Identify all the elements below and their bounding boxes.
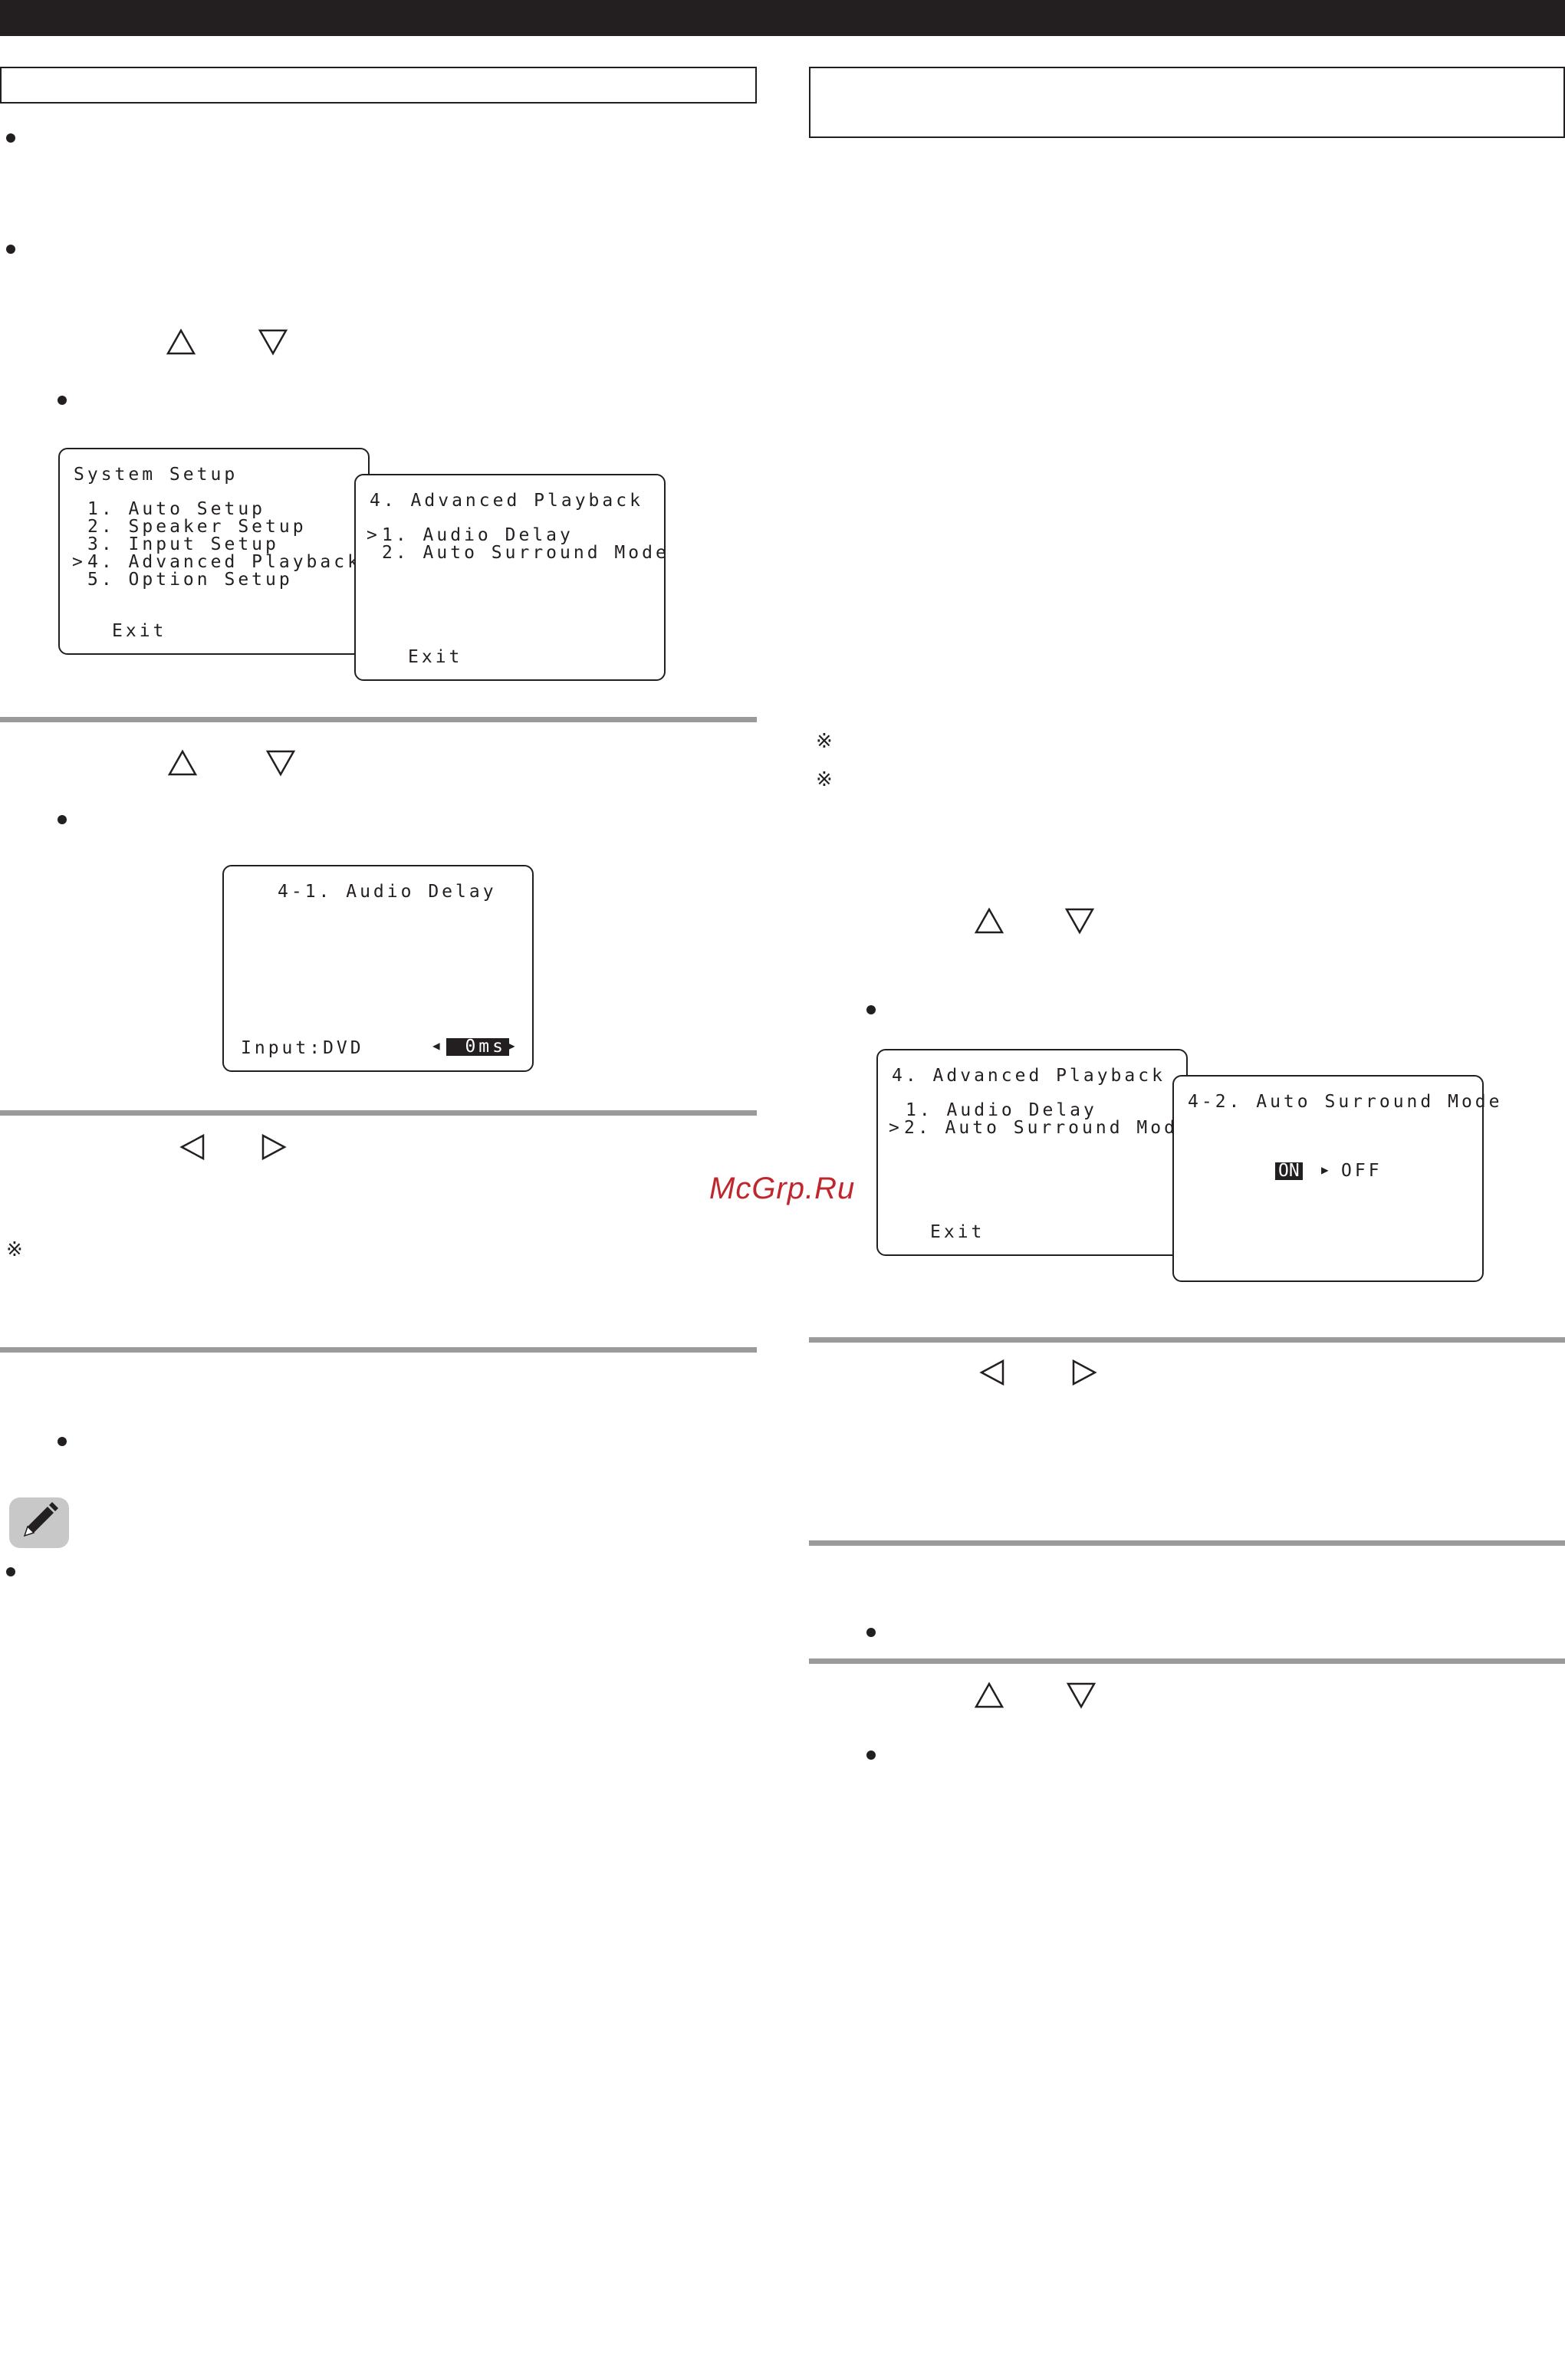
left-triangle-icon	[979, 1359, 1004, 1386]
bullet	[866, 1750, 876, 1760]
right-section-heading-box	[809, 67, 1565, 138]
down-triangle-icon	[1066, 1682, 1096, 1709]
up-triangle-icon	[974, 907, 1004, 934]
osd-advanced-playback-menu: 4. Advanced Playback > 1. Audio Delay 2.…	[354, 474, 666, 681]
reference-mark: ※	[6, 1238, 23, 1261]
osd-menu-item-selected: 1. Audio Delay	[382, 525, 574, 545]
section-divider	[0, 1110, 757, 1116]
bullet	[866, 1005, 876, 1014]
osd-option-on-selected: ON	[1275, 1162, 1303, 1180]
osd-right-arrow-icon: ▶	[508, 1038, 518, 1053]
osd-delay-value: 0ms	[446, 1038, 509, 1056]
up-triangle-icon	[974, 1681, 1004, 1708]
section-divider	[0, 1347, 757, 1353]
osd-exit: Exit	[112, 621, 167, 641]
osd-exit: Exit	[408, 647, 463, 667]
bullet	[58, 396, 67, 405]
bullet	[58, 1437, 67, 1446]
osd-cursor: >	[367, 525, 380, 545]
osd-left-arrow-icon: ◀	[432, 1038, 443, 1053]
osd-cursor: >	[889, 1118, 903, 1138]
right-triangle-icon	[1072, 1359, 1097, 1386]
top-header-bar	[0, 0, 1565, 36]
bullet	[6, 133, 15, 143]
osd-system-setup-menu: System Setup 1. Auto Setup 2. Speaker Se…	[58, 448, 370, 655]
osd-title: 4. Advanced Playback	[370, 491, 643, 511]
osd-menu-item: 2. Speaker Setup	[87, 517, 307, 537]
osd-title: 4-1. Audio Delay	[278, 882, 497, 902]
osd-title: 4. Advanced Playback	[892, 1066, 1166, 1086]
down-triangle-icon	[1064, 908, 1095, 935]
osd-title: 4-2. Auto Surround Mode	[1188, 1092, 1503, 1112]
bullet	[6, 245, 15, 254]
osd-title: System Setup	[74, 465, 238, 485]
bullet	[866, 1628, 876, 1637]
osd-menu-item: 3. Input Setup	[87, 534, 279, 554]
right-triangle-icon	[261, 1133, 287, 1161]
osd-menu-item: 5. Option Setup	[87, 570, 293, 590]
osd-advanced-playback-menu: 4. Advanced Playback 1. Audio Delay > 2.…	[876, 1049, 1189, 1256]
section-divider	[809, 1658, 1565, 1664]
osd-option-off: OFF	[1341, 1161, 1383, 1181]
watermark: McGrp.Ru	[709, 1172, 856, 1205]
bullet	[58, 815, 67, 824]
osd-menu-item: 1. Auto Setup	[87, 499, 266, 519]
osd-audio-delay-screen: 4-1. Audio Delay Input:DVD ◀ 0ms ▶	[222, 865, 534, 1072]
osd-menu-item: 1. Audio Delay	[906, 1100, 1097, 1120]
up-triangle-icon	[166, 328, 196, 355]
down-triangle-icon	[265, 750, 296, 777]
left-triangle-icon	[179, 1133, 205, 1161]
reference-mark: ※	[816, 768, 833, 791]
bullet	[6, 1567, 15, 1576]
section-divider	[0, 717, 757, 722]
osd-right-arrow-icon: ▶	[1321, 1162, 1332, 1177]
osd-menu-item-selected: 2. Auto Surround Mode	[904, 1118, 1192, 1138]
reference-mark: ※	[816, 730, 833, 753]
note-pencil-icon	[9, 1497, 69, 1548]
osd-auto-surround-mode-screen: 4-2. Auto Surround Mode ON ▶ OFF	[1172, 1075, 1500, 1282]
up-triangle-icon	[167, 749, 198, 776]
section-divider	[809, 1540, 1565, 1546]
left-section-heading-box	[0, 67, 757, 104]
down-triangle-icon	[258, 329, 288, 356]
section-divider	[809, 1337, 1565, 1343]
osd-menu-item: 2. Auto Surround Mode	[382, 543, 669, 563]
osd-exit: Exit	[930, 1222, 985, 1242]
osd-input-label: Input:DVD	[241, 1038, 364, 1058]
osd-cursor: >	[72, 552, 86, 572]
osd-menu-item-selected: 4. Advanced Playback	[87, 552, 361, 572]
